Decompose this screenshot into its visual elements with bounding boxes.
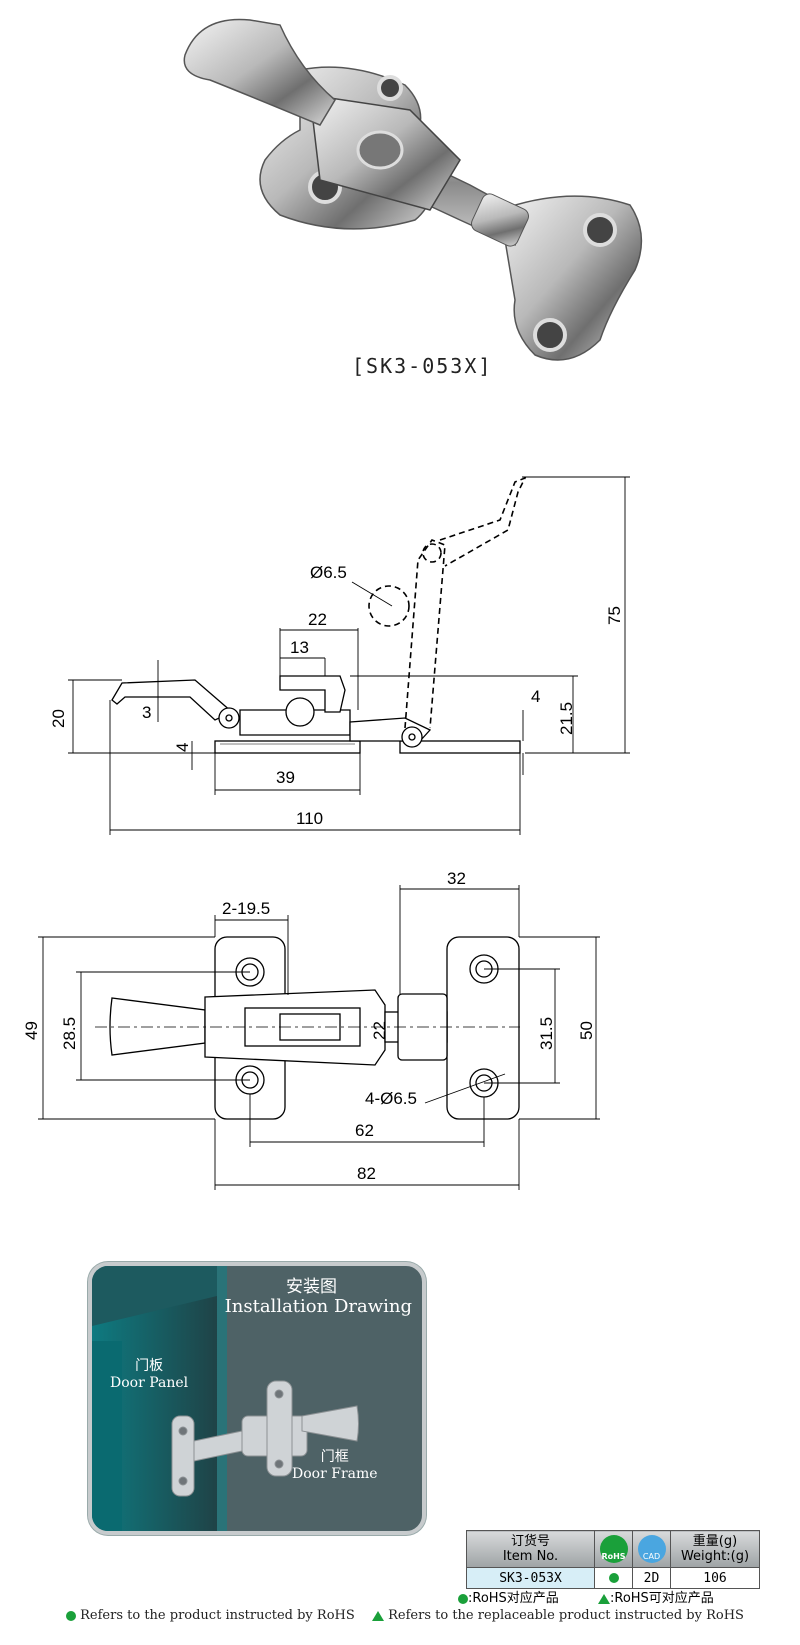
rohs-dot-icon [608,1573,619,1583]
item-no-cell: SK3-053X [466,1567,595,1589]
header-cad-label: CAD [642,1552,661,1561]
door-panel-cn: 门板 [135,1358,164,1374]
header-weight: 重量(g) Weight:(g) [670,1530,760,1568]
dim-21-5: 21.5 [557,702,576,735]
door-frame-cn: 门框 [320,1449,349,1465]
dim-20: 20 [49,709,68,728]
legend-replaceable-text: :RoHS可对应产品 [610,1591,714,1606]
cad-icon: CAD [637,1535,666,1563]
header-cad: CAD [632,1530,671,1568]
header-rohs: RoHS [594,1530,633,1568]
dim-50: 50 [577,1021,596,1040]
rohs-dot-icon [66,1610,76,1621]
product-caption: [SK3-053X] [352,354,493,378]
dim-22-side: 22 [308,610,327,629]
installation-title-en: Installation Drawing [224,1296,412,1317]
door-frame-en: Door Frame [292,1466,378,1482]
installation-drawing-panel: 安装图 Installation Drawing 门板 Door Panel 门… [88,1262,426,1535]
rohs-icon: RoHS [599,1535,628,1563]
door-panel-label: 门板 Door Panel [110,1358,188,1392]
door-frame-label: 门框 Door Frame [292,1449,378,1483]
header-item-en: Item No. [502,1549,559,1564]
replaceable-triangle-icon [598,1593,610,1604]
dim-hole-diameter: Ø6.5 [310,563,347,582]
installation-illustration [92,1266,359,1531]
product-photo [183,18,643,361]
dim-49: 49 [22,1021,41,1040]
footnote-rohs: Refers to the product instructed by RoHS [66,1608,355,1623]
footnote-rohs-text: Refers to the product instructed by RoHS [80,1608,355,1623]
dim-2-19-5: 2-19.5 [222,899,270,918]
legend-rohs: :RoHS对应产品 [458,1587,559,1606]
dim-75: 75 [605,606,624,625]
rohs-dot-icon [458,1593,468,1604]
dim-32: 32 [447,870,466,888]
legend-rohs-text: :RoHS对应产品 [468,1591,559,1606]
rohs-cell [594,1567,633,1589]
dim-110: 110 [296,809,323,828]
dim-28-5: 28.5 [60,1017,79,1050]
dim-3: 3 [142,703,151,722]
installation-title-cn: 安装图 [286,1277,337,1297]
legend-replaceable: :RoHS可对应产品 [598,1587,714,1606]
door-panel-en: Door Panel [110,1375,189,1391]
cad-cell: 2D [632,1567,671,1589]
dim-4-left: 4 [173,743,192,752]
dim-22-top: 22 [370,1021,389,1040]
dim-4-hole-diameter: 4-Ø6.5 [365,1089,417,1108]
dim-4-right: 4 [531,687,540,706]
top-view-drawing: 32 2-19.5 49 28.5 22 31.5 50 4-Ø6.5 62 8… [22,870,600,1190]
dim-62: 62 [355,1121,374,1140]
header-item-no: 订货号 Item No. [466,1530,595,1568]
replaceable-triangle-icon [372,1610,384,1621]
dim-31-5: 31.5 [537,1017,556,1050]
header-weight-en: Weight:(g) [680,1549,750,1564]
header-weight-cn: 重量(g) [692,1534,738,1549]
table-row: SK3-053X 2D 106 [466,1567,760,1589]
dim-13: 13 [290,638,309,657]
footnote-replaceable: Refers to the replaceable product instru… [372,1608,744,1623]
dim-39: 39 [276,768,295,787]
header-rohs-label: RoHS [601,1552,626,1561]
spec-table: 订货号 Item No. RoHS CAD 重量(g) Weight:(g) S… [466,1530,760,1589]
side-view-drawing: Ø6.5 22 13 75 20 3 4 4 21.5 39 110 [49,476,630,835]
dim-82: 82 [357,1164,376,1183]
header-item-cn: 订货号 [510,1534,550,1549]
weight-cell: 106 [670,1567,760,1589]
footnote-replaceable-text: Refers to the replaceable product instru… [388,1608,744,1623]
